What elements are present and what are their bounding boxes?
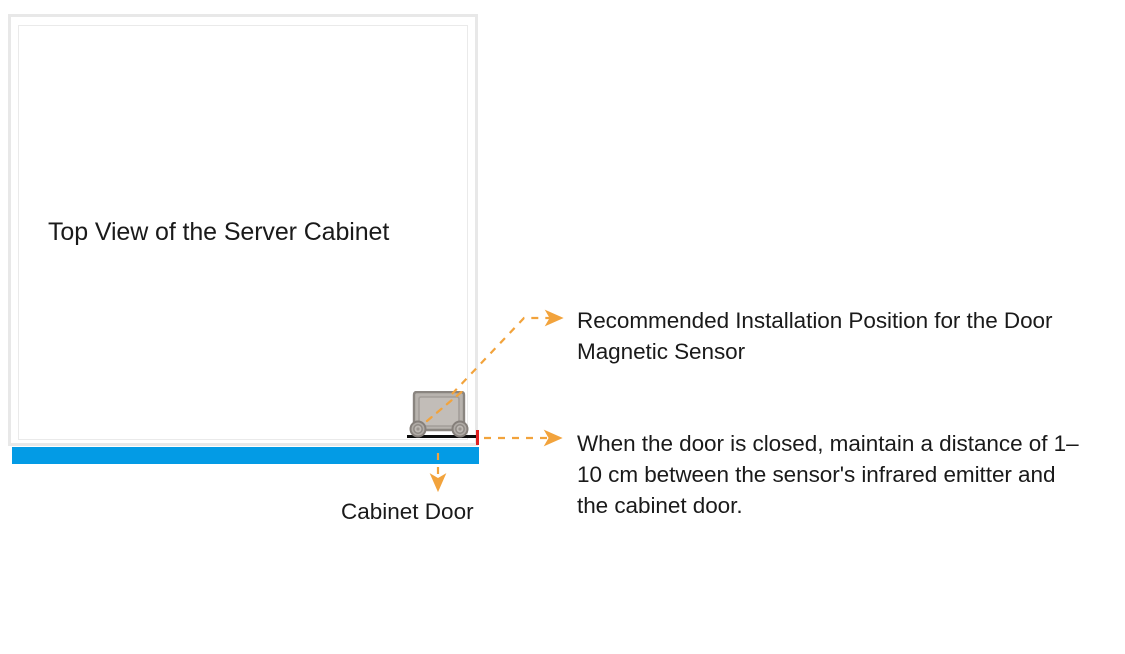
cabinet-top-view-title: Top View of the Server Cabinet bbox=[48, 218, 390, 246]
callout-sensor-distance-text: When the door is closed, maintain a dist… bbox=[577, 431, 1079, 518]
door-magnetic-sensor-icon bbox=[407, 391, 471, 439]
cabinet-door-label: Cabinet Door bbox=[341, 499, 474, 524]
callout-sensor-position-text: Recommended Installation Position for th… bbox=[577, 308, 1053, 364]
distance-gap-marker bbox=[476, 430, 479, 445]
door-sill-line bbox=[407, 435, 479, 438]
cabinet-door-bar bbox=[12, 447, 479, 464]
server-cabinet-inner-frame bbox=[18, 25, 468, 440]
